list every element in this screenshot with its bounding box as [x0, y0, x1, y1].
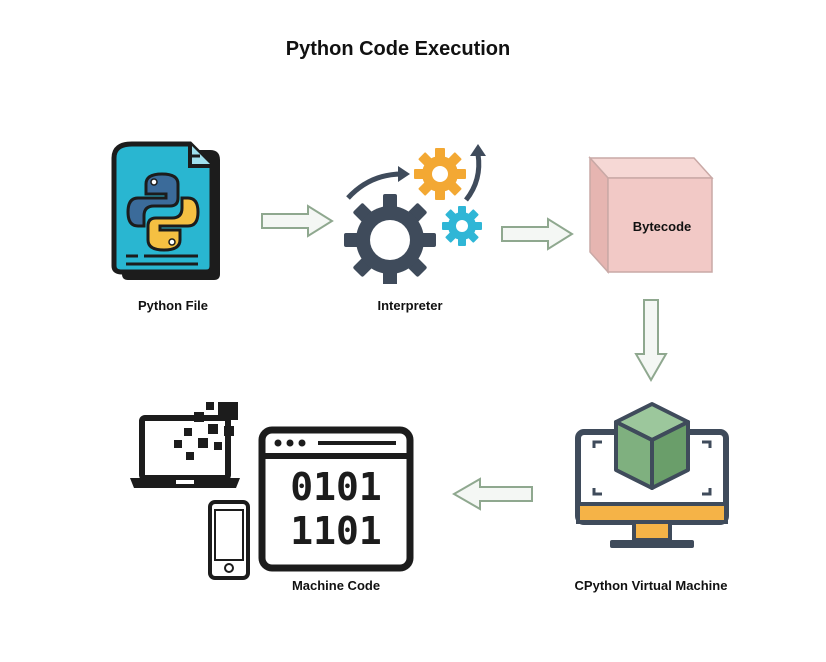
code-line-2: 1101	[290, 509, 382, 553]
python-file-label: Python File	[137, 298, 209, 313]
bytecode-label: Bytecode	[632, 219, 692, 234]
diagram-title: Python Code Execution	[285, 38, 511, 60]
interpreter-label: Interpreter	[377, 298, 443, 313]
monitor-cube-icon	[575, 402, 729, 548]
phone-icon	[208, 500, 250, 580]
machine-code-label: Machine Code	[291, 578, 381, 593]
cube-icon	[588, 156, 714, 274]
binary-window-icon: 0101 1101	[258, 426, 414, 572]
python-file-icon	[111, 141, 220, 280]
code-line-1: 0101	[290, 465, 382, 509]
arrow-right-icon	[501, 217, 574, 251]
arrow-right-icon	[261, 204, 334, 238]
cpython-vm-label: CPython Virtual Machine	[574, 578, 728, 593]
arrow-down-icon	[634, 299, 668, 382]
arrow-left-icon	[452, 477, 533, 511]
laptop-icon	[130, 402, 240, 488]
gears-icon	[344, 144, 486, 284]
